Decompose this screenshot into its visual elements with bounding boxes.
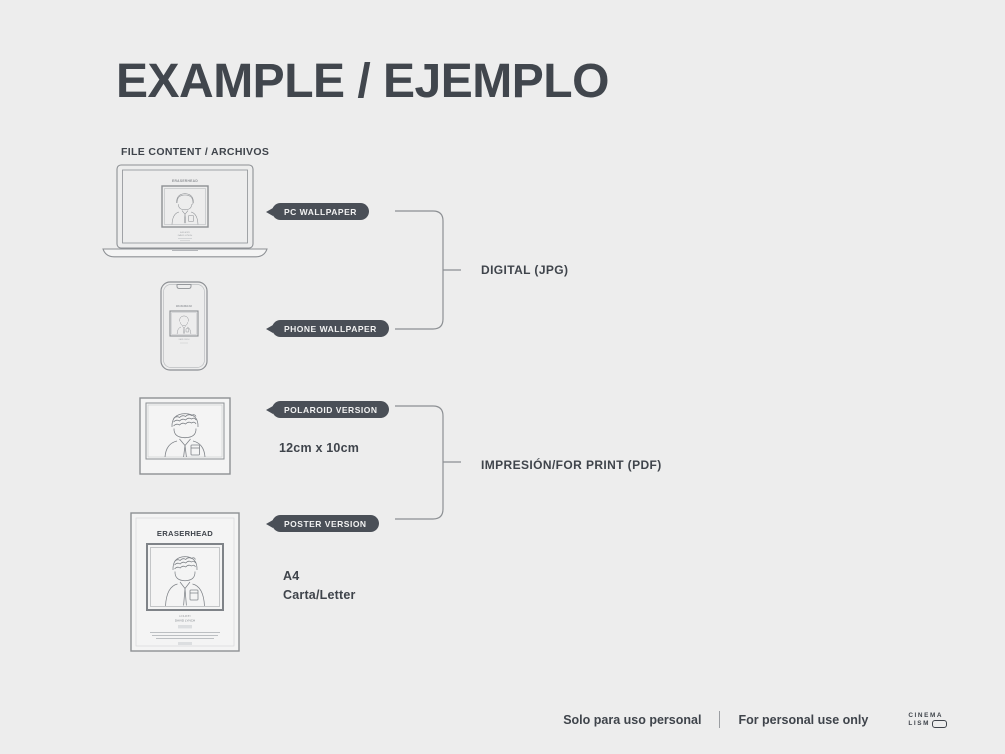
pill-label: POLAROID VERSION (272, 401, 390, 418)
cinemalism-logo: CINEMA LISM (908, 712, 947, 728)
poster-mockup: ERASERHEAD A FILM BY DAVID LYNCH (130, 512, 240, 652)
bracket-digital-icon (395, 210, 461, 330)
pill-label: POSTER VERSION (272, 515, 379, 532)
footer-text-english: For personal use only (738, 712, 869, 727)
polaroid-illustration (139, 397, 231, 475)
svg-text:DAVID LYNCH: DAVID LYNCH (175, 618, 195, 622)
svg-text:A FILM BY: A FILM BY (179, 615, 191, 618)
footer-divider (719, 711, 721, 728)
pill-polaroid-version[interactable]: POLAROID VERSION (272, 401, 390, 418)
phone-illustration: ERASERHEAD DAVID LYNCH (160, 281, 208, 371)
svg-text:DAVID LYNCH: DAVID LYNCH (179, 338, 190, 341)
footer: Solo para uso personal For personal use … (0, 711, 1005, 728)
poster-illustration: ERASERHEAD A FILM BY DAVID LYNCH (130, 512, 240, 652)
svg-text:ERASERHEAD: ERASERHEAD (176, 305, 192, 308)
phone-mockup: ERASERHEAD DAVID LYNCH (158, 280, 210, 372)
pill-label: PHONE WALLPAPER (272, 320, 389, 337)
section-label-file-content: FILE CONTENT / ARCHIVOS (121, 146, 270, 158)
footer-text-spanish: Solo para uso personal (563, 712, 702, 727)
lens-icon (932, 719, 947, 728)
group-label-digital: DIGITAL (JPG) (481, 263, 569, 277)
page-title: EXAMPLE / EJEMPLO (116, 55, 609, 108)
laptop-mockup: ERASERHEAD A FILM BY DAVID LYNCH (100, 163, 270, 263)
svg-text:ERASERHEAD: ERASERHEAD (172, 179, 198, 183)
pill-pc-wallpaper[interactable]: PC WALLPAPER (272, 203, 369, 220)
laptop-illustration: ERASERHEAD A FILM BY DAVID LYNCH (102, 164, 268, 258)
group-label-print: IMPRESIÓN/FOR PRINT (PDF) (481, 458, 662, 472)
logo-line-cinema: CINEMA (908, 711, 944, 719)
polaroid-mockup (139, 397, 231, 475)
pill-phone-wallpaper[interactable]: PHONE WALLPAPER (272, 320, 389, 337)
logo-line-lism: LISM (908, 719, 930, 727)
svg-text:ERASERHEAD: ERASERHEAD (157, 529, 213, 538)
bracket-print (395, 400, 475, 525)
bracket-digital (395, 205, 475, 335)
svg-text:DAVID LYNCH: DAVID LYNCH (178, 234, 193, 237)
svg-text:A FILM BY: A FILM BY (180, 231, 190, 234)
size-polaroid: 12cm x 10cm (279, 441, 360, 455)
size-poster-a4: A4 (283, 569, 300, 583)
pill-label: PC WALLPAPER (272, 203, 369, 220)
size-poster-letter: Carta/Letter (283, 588, 356, 602)
pill-poster-version[interactable]: POSTER VERSION (272, 515, 379, 532)
bracket-print-icon (395, 405, 461, 520)
